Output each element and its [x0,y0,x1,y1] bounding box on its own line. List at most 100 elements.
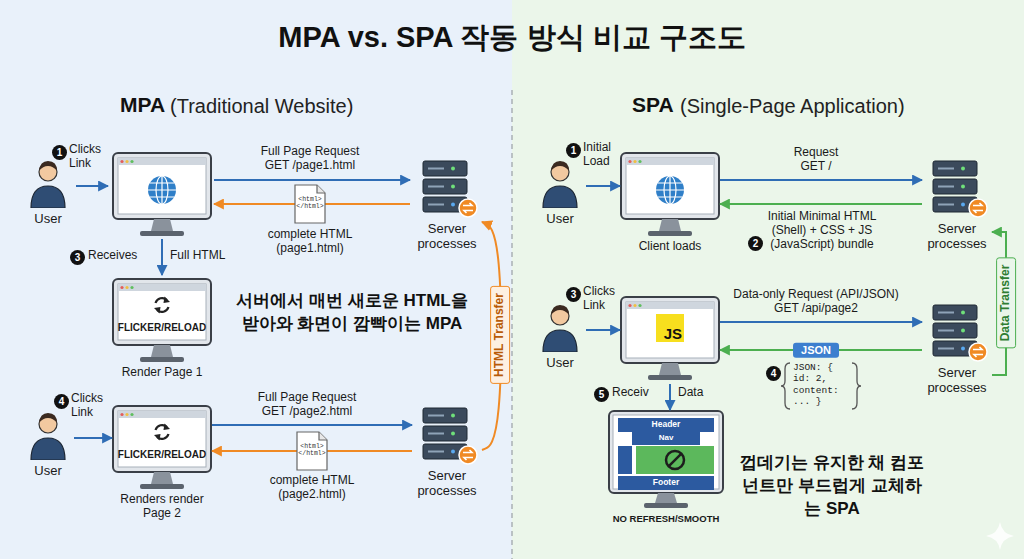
callout-number: 5 [594,387,609,402]
monitor-icon [621,153,719,236]
browser-window: NO REFRESH/SMOOTH HeaderNavFooter [608,410,724,532]
server-icon [933,305,987,361]
flow-connector [212,424,412,426]
node-text: Server processes [412,222,482,252]
user-icon [31,161,65,208]
node-text: Footer [618,476,714,488]
label-text: (Single-Page Application) [680,95,905,118]
mpa-panel [0,0,512,559]
edge-label: Data Transfer [996,258,1016,349]
callout-number: 3 [70,250,85,265]
user-figure: User [22,408,74,484]
monitor-icon [113,279,211,362]
server-box: Server processes [922,158,992,254]
label-text: Initial Load [583,141,627,169]
node-text: User [22,212,74,227]
art-circle [666,451,684,469]
user-icon [543,161,577,208]
label-text: MPA [120,93,165,117]
label-text: Full HTML [170,249,225,263]
ui-bar: Header [618,418,714,432]
edge-label: Request GET / [785,146,847,174]
art-rect [644,503,688,508]
ui-bar: Nav [632,432,700,445]
html-document: <html> </html> [296,431,328,471]
node-text: User [534,356,586,371]
server-icon [423,408,477,464]
node-text: Server processes [412,469,482,499]
flow-arrows [76,180,410,275]
user-figure: User [534,300,586,376]
callout-number: 1 [566,143,581,158]
reload-icon [154,297,170,314]
label-text: Receiv [612,386,649,400]
node-text: User [534,212,586,227]
callout-number: 1 [52,145,67,160]
edge-label: HTML Transfer [490,286,510,384]
label-text: (Traditional Website) [170,95,353,118]
node-text: Client loads [620,240,720,254]
label-text: complete HTML (page1.html) [254,228,366,256]
server-box: Server processes [412,405,482,501]
node-text: <html> </html> [296,196,323,211]
art-path [214,179,410,181]
node-text: Render Page 1 [112,366,212,380]
flow-connector [720,321,922,323]
label-text: 껍데기는 유지한 채 컴포넌트만 부드럽게 교체하는 SPA [736,452,928,521]
spa-panel [512,0,1024,559]
edge-label: Full Page Request GET /page2.html [245,391,369,419]
edge-label: Initial Minimal HTML (Shell) + CSS + JS … [756,210,888,251]
flow-connector [720,203,922,205]
flow-connector [669,384,671,410]
node-text: Nav [632,432,700,443]
server-icon [933,161,987,217]
label-text: JSON: { id: 2, content: ... } [793,362,850,408]
node-text: <html> </html> [298,443,325,458]
art-rect [613,415,719,489]
label-text: Data [678,386,703,400]
diagram-title: MPA vs. SPA 작동 방식 비교 구조도 [0,18,1024,58]
art-rect [609,411,723,493]
user-figure: User [22,156,74,232]
art-path [669,454,682,467]
user-icon [543,305,577,352]
monitor-icon [113,153,211,236]
art-rect [636,446,714,474]
server-box: Server processes [412,158,482,254]
node-text: Server processes [922,222,992,252]
node-text: Header [618,418,714,430]
node-text: Renders render Page 2 [112,493,212,521]
globe-icon [656,176,684,204]
flow-connector [586,185,620,187]
reload-icon [154,424,170,441]
label-text: Clicks Link [69,143,111,171]
label-text: SPA [632,93,674,117]
server-box: Server processes [922,302,992,398]
callout-number: 4 [766,366,781,381]
json-braces [781,363,861,409]
art-path [76,185,108,187]
document-fold [317,185,325,193]
browser-window: FLICKER/RELOAD Renders render Page 2 [112,405,212,533]
node-text: NO REFRESH/SMOOTH [608,514,724,525]
divider-line [511,90,512,559]
art-rect [618,446,632,474]
callout-number: 2 [748,236,763,251]
flow-connector [720,179,922,181]
html-document: <html> </html> [294,184,326,224]
node-text: Server processes [922,366,992,396]
edge-label: complete HTML (page2.html) [256,474,368,502]
label-text: Full Page Request GET /page1.html [248,145,372,173]
node-text: JS [656,314,684,342]
callout-number: 4 [54,394,69,409]
node-text: FLICKER/RELOAD [112,322,212,334]
document-fold [319,432,327,440]
label-text: Clicks Link [583,285,625,313]
art-path [655,493,677,503]
browser-window: JS [620,296,720,384]
callout-number: 3 [566,287,581,302]
node-text: FLICKER/RELOAD [112,449,212,461]
